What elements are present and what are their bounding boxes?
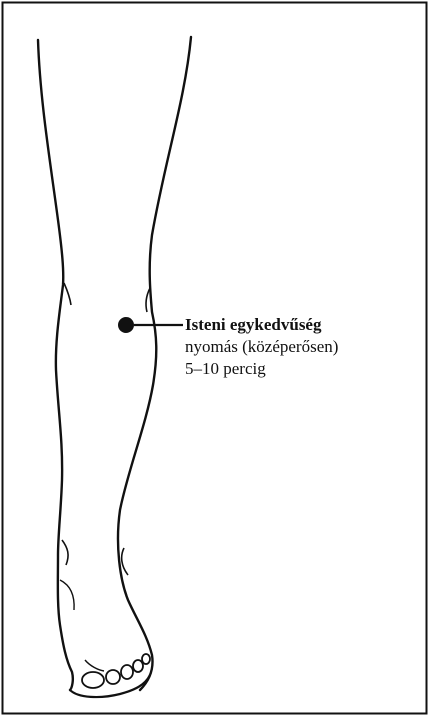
ankle-outer-line xyxy=(122,548,128,575)
leg-outer-contour xyxy=(118,37,191,690)
knee-inner-line xyxy=(64,283,71,305)
second-toe xyxy=(106,670,120,684)
pressure-instruction: nyomás (középerősen) xyxy=(185,336,338,358)
ankle-inner-line xyxy=(62,540,68,565)
pressure-duration: 5–10 percig xyxy=(185,358,338,380)
ankle-bone-line xyxy=(60,580,74,610)
leg-inner-contour xyxy=(38,40,73,690)
pressure-point-label: Isteni egykedvűség nyomás (középerősen) … xyxy=(185,314,338,380)
pressure-point-marker xyxy=(118,317,134,333)
pressure-point-name: Isteni egykedvűség xyxy=(185,314,338,336)
fourth-toe xyxy=(133,660,143,672)
toes xyxy=(82,654,150,688)
little-toe xyxy=(142,654,150,664)
toe-crease-line xyxy=(85,660,104,671)
big-toe xyxy=(82,672,104,688)
third-toe xyxy=(121,665,133,679)
